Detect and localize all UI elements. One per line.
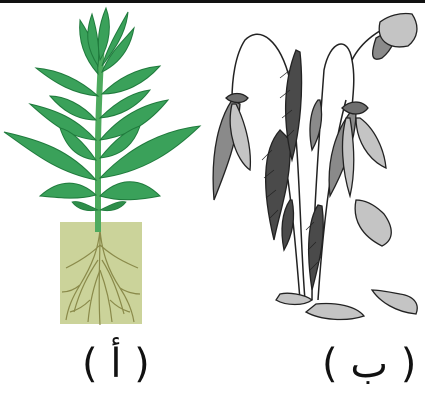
caption-panel-a: ( أ ) bbox=[82, 340, 150, 388]
caption-panel-b: ( ب ) bbox=[322, 340, 416, 388]
top-border bbox=[0, 0, 425, 3]
main-stem bbox=[98, 40, 102, 232]
leaves bbox=[4, 8, 200, 200]
wilted-plant-illustration bbox=[213, 13, 417, 319]
healthy-plant-illustration bbox=[4, 8, 200, 325]
